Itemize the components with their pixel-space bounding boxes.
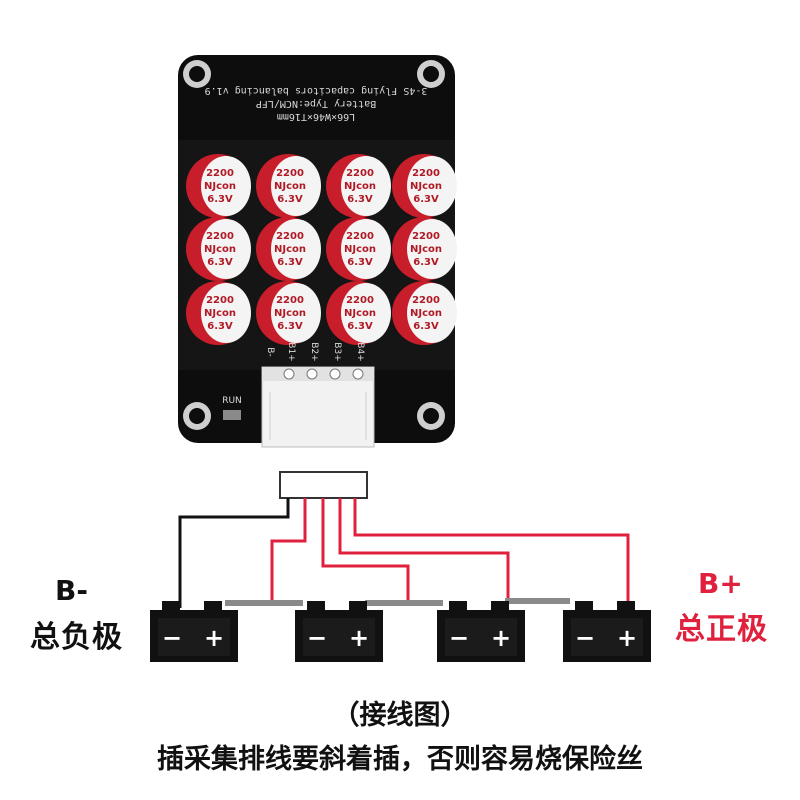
capacitor-voltage: 6.3V <box>277 321 303 332</box>
wire-b-minus <box>178 498 290 608</box>
capacitor-voltage: 6.3V <box>277 257 303 268</box>
capacitor-voltage: 6.3V <box>207 194 233 205</box>
b-minus-label: B- <box>55 574 88 607</box>
capacitor-value: 2200 <box>346 168 374 179</box>
wires <box>178 498 630 608</box>
battery: −+ <box>150 601 238 662</box>
plus-terminal-icon: + <box>617 624 637 652</box>
battery-string: −+−+−+−+ <box>150 598 651 662</box>
capacitor-value: 2200 <box>346 231 374 242</box>
capacitor-brand: NJcon <box>344 244 376 255</box>
capacitor-voltage: 6.3V <box>277 194 303 205</box>
run-led <box>223 410 241 420</box>
plus-terminal-icon: + <box>349 624 369 652</box>
board-model-text: 3-4S Flying capacitors balancing v1.9 <box>205 85 428 96</box>
capacitor-brand: NJcon <box>274 308 306 319</box>
pin-label: B3+ <box>332 342 342 361</box>
capacitor-voltage: 6.3V <box>347 321 373 332</box>
pin-label: B1+ <box>286 342 296 361</box>
capacitor-value: 2200 <box>346 295 374 306</box>
wiring-note: 插采集排线要斜着插，否则容易烧保险丝 <box>157 744 643 775</box>
capacitor-voltage: 6.3V <box>413 194 439 205</box>
capacitor-value: 2200 <box>206 295 234 306</box>
pin-labels: B- B1+ B2+ B3+ B4+ <box>265 342 365 361</box>
battery: −+ <box>563 601 651 662</box>
mounting-hole <box>183 402 211 430</box>
minus-terminal-icon: − <box>307 624 327 652</box>
capacitor-brand: NJcon <box>204 308 236 319</box>
diagram-caption: （接线图） <box>332 700 468 731</box>
capacitor-value: 2200 <box>412 168 440 179</box>
capacitor-brand: NJcon <box>274 244 306 255</box>
b-plus-cn-label: 总正极 <box>675 612 768 647</box>
capacitor-voltage: 6.3V <box>413 257 439 268</box>
connector-plug <box>279 471 368 499</box>
wire-b3-plus <box>338 498 510 601</box>
capacitor-voltage: 6.3V <box>413 321 439 332</box>
capacitor-value: 2200 <box>276 295 304 306</box>
board-battery-type-text: Battery Type:NCM/LFP <box>256 98 376 109</box>
capacitor-brand: NJcon <box>344 308 376 319</box>
plus-terminal-icon: + <box>204 624 224 652</box>
pcb-board: L66×W46×T16mm Battery Type:NCM/LFP 3-4S … <box>178 55 457 448</box>
capacitor-value: 2200 <box>276 231 304 242</box>
capacitor-voltage: 6.3V <box>347 194 373 205</box>
capacitor-voltage: 6.3V <box>347 257 373 268</box>
plus-terminal-icon: + <box>491 624 511 652</box>
capacitor-grid: 2200NJcon6.3V2200NJcon6.3V2200NJcon6.3V2… <box>186 154 457 345</box>
capacitor-brand: NJcon <box>410 181 442 192</box>
wire-b1-plus <box>270 498 307 601</box>
pin-label: B- <box>265 347 275 356</box>
capacitor-brand: NJcon <box>410 244 442 255</box>
mounting-hole <box>417 402 445 430</box>
capacitor-value: 2200 <box>206 168 234 179</box>
pin-label: B4+ <box>355 342 365 361</box>
capacitor-value: 2200 <box>206 231 234 242</box>
pin-label: B2+ <box>309 342 319 361</box>
wire-b4-plus <box>353 498 630 601</box>
minus-terminal-icon: − <box>449 624 469 652</box>
mounting-hole <box>183 60 211 88</box>
minus-terminal-icon: − <box>162 624 182 652</box>
capacitor-voltage: 6.3V <box>207 257 233 268</box>
mounting-hole <box>417 60 445 88</box>
capacitor-brand: NJcon <box>204 244 236 255</box>
capacitor-value: 2200 <box>276 168 304 179</box>
capacitor-brand: NJcon <box>204 181 236 192</box>
capacitor-value: 2200 <box>412 295 440 306</box>
board-dimension-text: L66×W46×T16mm <box>277 111 355 122</box>
minus-terminal-icon: − <box>575 624 595 652</box>
b-minus-cn-label: 总负极 <box>30 620 123 655</box>
battery: −+ <box>437 601 525 662</box>
board-connector <box>261 366 375 448</box>
capacitor-brand: NJcon <box>410 308 442 319</box>
run-label: RUN <box>222 396 242 406</box>
capacitor-brand: NJcon <box>274 181 306 192</box>
wire-b2-plus <box>321 498 410 601</box>
battery: −+ <box>295 601 383 662</box>
capacitor-voltage: 6.3V <box>207 321 233 332</box>
capacitor-brand: NJcon <box>344 181 376 192</box>
capacitor-value: 2200 <box>412 231 440 242</box>
board-silkscreen: L66×W46×T16mm Battery Type:NCM/LFP 3-4S … <box>205 85 428 122</box>
b-plus-label: B+ <box>698 567 743 600</box>
